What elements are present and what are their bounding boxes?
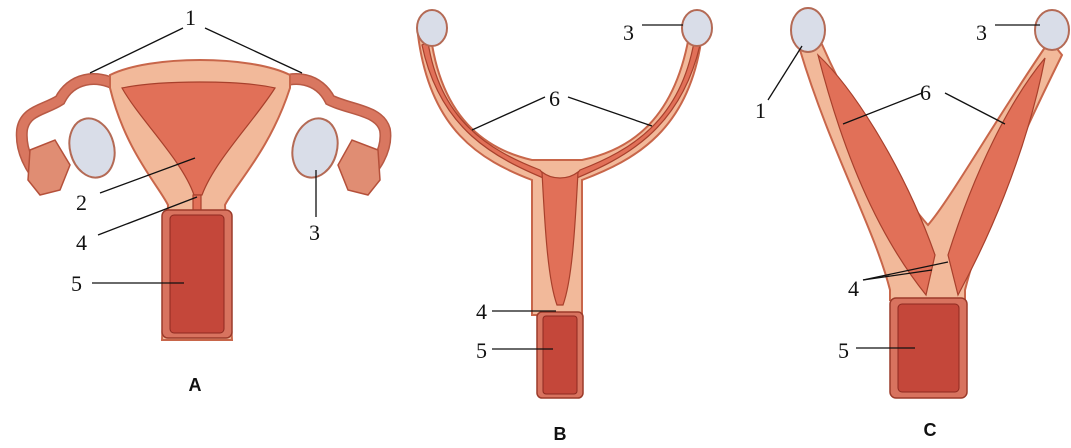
panel-a-label-4: 4: [76, 230, 87, 255]
panel-a-label-5: 5: [71, 271, 82, 296]
panel-a-vagina-lumen: [170, 215, 224, 333]
panel-a-label-2: 2: [76, 190, 87, 215]
panel-c-left-horn: [818, 55, 935, 295]
panel-c-diagram: [791, 8, 1069, 398]
panel-c-left-ovary: [791, 8, 825, 52]
panel-c-label-5: 5: [838, 338, 849, 363]
panel-b-caption: B: [554, 424, 567, 444]
panel-c-label-4: 4: [848, 276, 859, 301]
panel-a-label-1: 1: [185, 5, 196, 30]
panel-b-label-3: 3: [623, 20, 634, 45]
panel-c-label-1: 1: [755, 98, 766, 123]
panel-b-left-ovary: [417, 10, 447, 46]
panel-c-right-ovary: [1035, 10, 1069, 50]
panel-c-caption: C: [924, 420, 937, 440]
panel-b-diagram: [417, 10, 712, 398]
panel-a-caption: A: [189, 375, 202, 395]
panel-b-label-5: 5: [476, 338, 487, 363]
panel-c-label-3: 3: [976, 20, 987, 45]
panel-b-right-ovary: [682, 10, 712, 46]
panel-a-label-3: 3: [309, 220, 320, 245]
panel-a-left-fimbriae: [28, 140, 70, 195]
panel-a-left-ovary: [63, 113, 121, 182]
panel-b-label-6: 6: [549, 86, 560, 111]
panel-a-right-ovary: [286, 113, 344, 182]
panel-c-label-6: 6: [920, 80, 931, 105]
panel-b-vagina-lumen: [543, 316, 577, 394]
panel-a-right-fimbriae: [338, 140, 380, 195]
panel-b-label-4: 4: [476, 299, 487, 324]
